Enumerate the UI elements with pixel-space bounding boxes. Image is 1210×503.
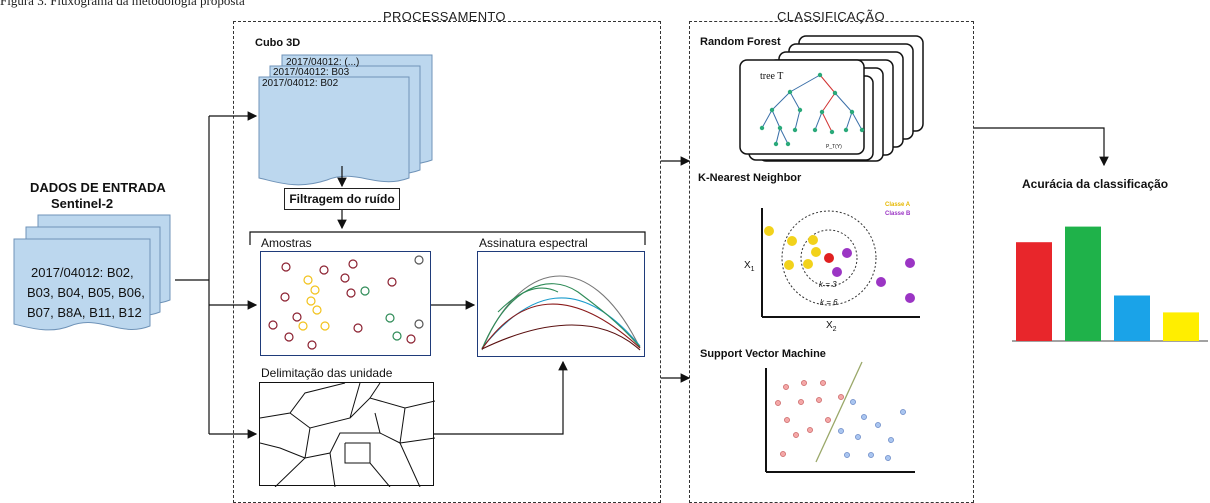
spectral-title: Assinatura espectral	[479, 236, 588, 250]
input-bands-line1: 2017/04012: B02,	[31, 265, 134, 280]
delimitation-polygons	[260, 383, 435, 487]
random-forest-title: Random Forest	[700, 36, 781, 48]
svm-plot	[765, 361, 915, 473]
knn-x-axis-label: X2	[826, 320, 837, 333]
tree-label: tree T	[760, 71, 784, 82]
accuracy-bar-3	[1114, 295, 1150, 341]
accuracy-chart	[1012, 226, 1208, 342]
samples-title: Amostras	[261, 236, 312, 250]
cube-layer-3: 2017/04012: B02	[262, 78, 339, 89]
input-bands-line2: B03, B04, B05, B06,	[27, 285, 145, 300]
classification-section-title: CLASSIFICAÇÃO	[777, 9, 885, 24]
spectral-curves	[481, 275, 641, 351]
knn-x-axis-text: X	[826, 320, 833, 331]
accuracy-bar-4	[1163, 312, 1199, 341]
knn-title: K-Nearest Neighbor	[698, 172, 802, 184]
knn-y-axis-sub: 1	[750, 266, 755, 273]
delimitation-panel	[259, 382, 435, 487]
knn-y-axis-label: X1	[744, 260, 755, 273]
input-connectors	[175, 111, 258, 439]
input-file-stack	[13, 214, 171, 331]
input-title-line2: Sentinel-2	[51, 196, 114, 211]
samples-panel	[260, 251, 431, 356]
cube-layer-1: 2017/04012: (...)	[286, 57, 360, 68]
processing-section-title: PROCESSAMENTO	[383, 9, 506, 24]
cube-title: Cubo 3D	[255, 37, 301, 49]
knn-k6-label: k = 6	[820, 298, 838, 307]
accuracy-bar-2	[1065, 226, 1101, 341]
cube-file-stack	[258, 54, 433, 186]
accuracy-bar-1	[1016, 242, 1052, 341]
knn-x-axis-sub: 2	[832, 326, 837, 333]
noise-filter-step: Filtragem do ruído	[284, 188, 400, 210]
samples-points	[268, 255, 424, 350]
accuracy-title: Acurácia da classificação	[1022, 177, 1169, 191]
knn-k3-label: k = 3	[819, 280, 837, 289]
svm-title: Support Vector Machine	[700, 348, 826, 360]
knn-y-axis-text: X	[744, 260, 751, 271]
figure-caption: Figura 3. Fluxograma da metodologia prop…	[0, 0, 245, 8]
knn-legend-b: Classe B	[885, 211, 911, 217]
knn-plot	[761, 208, 920, 318]
input-title-line1: DADOS DE ENTRADA	[30, 180, 166, 195]
delimitation-title: Delimitação das unidade	[261, 366, 393, 380]
spectral-panel	[477, 251, 645, 357]
cube-layer-2: 2017/04012: B03	[273, 67, 350, 78]
classification-connectors	[661, 127, 1109, 383]
tree-leaf-label: P_T(Y)	[826, 144, 842, 150]
knn-legend-a: Classe A	[885, 202, 911, 208]
decision-tree	[759, 72, 865, 147]
input-bands-line3: B07, B8A, B11, B12	[27, 305, 142, 320]
noise-filter-label: Filtragem do ruído	[289, 192, 395, 206]
processing-connectors	[249, 166, 646, 435]
